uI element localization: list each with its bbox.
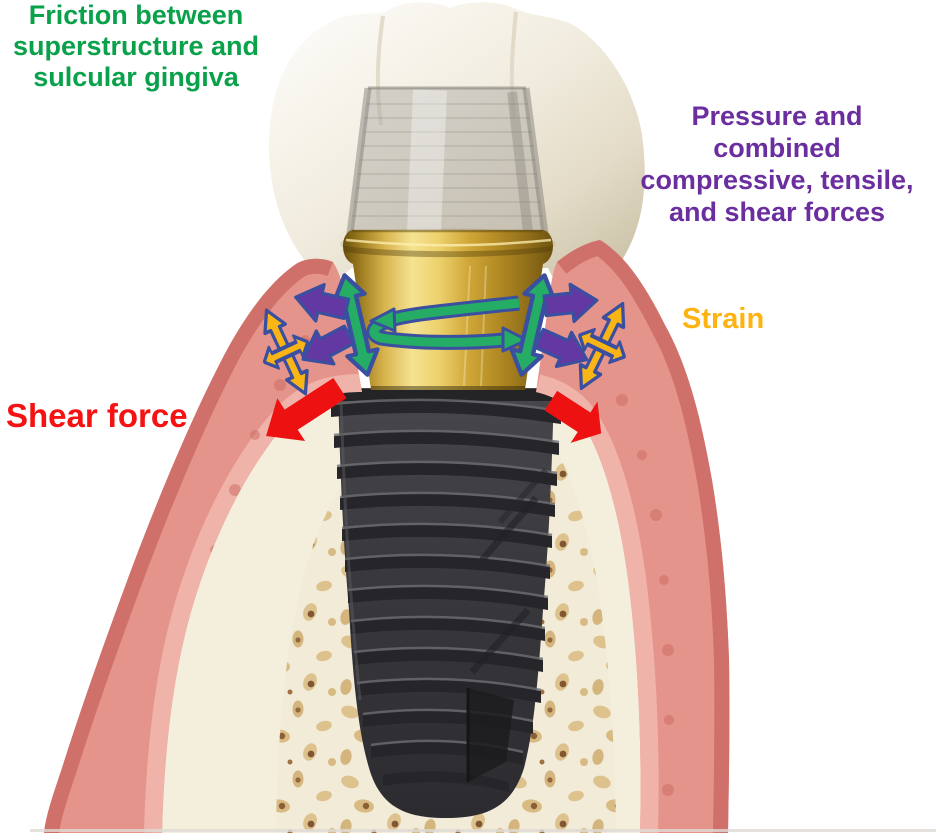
label-friction-line1: Friction between	[28, 0, 244, 30]
label-pressure-line2: combined	[713, 133, 841, 163]
implant-screw	[330, 388, 562, 818]
label-pressure-line1: Pressure and	[691, 101, 863, 131]
label-shear-force-line1: Shear force	[6, 397, 188, 434]
abutment-translucent	[346, 86, 549, 235]
label-shear-force: Shear force	[6, 397, 188, 435]
abutment-base-shadow	[371, 386, 525, 390]
implant-cut-streak	[497, 468, 549, 524]
abutment-collar-groove	[344, 246, 552, 258]
rotation-loop-head-right	[501, 326, 529, 353]
crown-cusp-groove	[509, 11, 518, 119]
implant-threads	[330, 398, 562, 792]
label-strain: Strain	[682, 303, 764, 336]
label-friction-line2: superstructure and	[12, 31, 260, 61]
label-friction-line3: sulcular gingiva	[33, 62, 239, 92]
image-bottom-edge	[30, 829, 936, 832]
abutment-collar-highlight	[345, 238, 552, 247]
label-pressure: Pressure and combined compressive, tensi…	[618, 100, 936, 228]
force-arrows	[252, 272, 635, 458]
label-friction: Friction between superstructure and sulc…	[0, 0, 272, 93]
rotation-loop-arrow	[366, 295, 529, 353]
rotation-loop-head-left	[369, 307, 397, 333]
implant-cut-streak	[479, 495, 539, 563]
implant-flute-cut	[468, 688, 514, 782]
implant-cut-streak	[469, 607, 531, 675]
label-strain-line1: Strain	[682, 303, 765, 335]
implant-edge-highlight	[339, 399, 362, 701]
implant-platform-shadow	[338, 389, 554, 401]
label-pressure-line3: compressive, tensile,	[640, 165, 914, 195]
crown-cusp-groove	[375, 15, 385, 126]
label-pressure-line4: and shear forces	[668, 197, 886, 227]
